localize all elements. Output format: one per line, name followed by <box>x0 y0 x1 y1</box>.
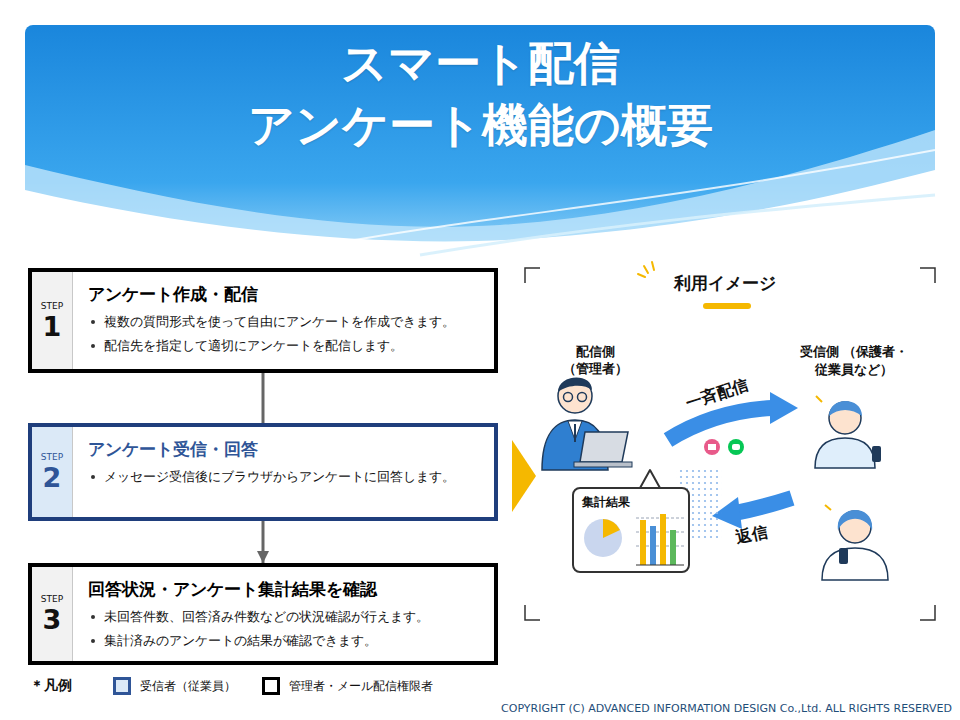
bullet-text: メッセージ受信後にブラウザからアンケートに回答します。 <box>104 469 455 484</box>
bullet-row: メッセージ受信後にブラウザからアンケートに回答します。 <box>88 465 482 489</box>
header-band <box>25 25 935 255</box>
step-label: STEP <box>41 451 63 463</box>
step-box: STEP2アンケート受信・回答メッセージ受信後にブラウザからアンケートに回答しま… <box>28 423 498 521</box>
step-content: 回答状況・アンケート集計結果を確認未回答件数、回答済み件数などの状況確認が行えま… <box>72 567 494 661</box>
title-wrap: スマート配信 アンケート機能の概要 <box>0 32 960 156</box>
title: スマート配信 アンケート機能の概要 <box>170 32 790 156</box>
pointer-triangle <box>512 440 536 512</box>
frame-corners <box>525 268 935 620</box>
label: 受信側 （保護者・従業員など） <box>768 343 940 378</box>
bullet-text: 複数の質問形式を使って自由にアンケートを作成できます。 <box>104 314 455 329</box>
step-label: STEP <box>41 593 63 605</box>
step-content: アンケート受信・回答メッセージ受信後にブラウザからアンケートに回答します。 <box>72 427 494 497</box>
legend-text: 管理者・メール配信権限者 <box>289 678 433 694</box>
label: ＊凡例 <box>30 676 100 695</box>
sparkle <box>638 262 654 277</box>
label: COPYRIGHT (C) ADVANCED INFORMATION DESIG… <box>420 702 952 717</box>
bullet-dot <box>91 320 95 324</box>
bullet-row: 配信先を指定して適切にアンケートを配信します。 <box>88 334 482 358</box>
bullet-row: 複数の質問形式を使って自由にアンケートを作成できます。 <box>88 310 482 334</box>
step-content: アンケート作成・配信複数の質問形式を使って自由にアンケートを作成できます。配信先… <box>72 272 494 366</box>
legend-text: 受信者（従業員） <box>140 678 236 694</box>
legend-swatch <box>113 677 131 695</box>
callout-title: 集計結果 <box>582 494 680 510</box>
step-number: 1 <box>43 312 62 342</box>
step-column: STEP2 <box>32 427 73 517</box>
step-box: STEP1アンケート作成・配信複数の質問形式を使って自由にアンケートを作成できま… <box>28 268 498 373</box>
step-column: STEP3 <box>32 567 73 661</box>
bullet-dot <box>91 615 95 619</box>
bullet-row: 集計済みのアンケートの結果が確認できます。 <box>88 629 482 653</box>
label: 配信側 （管理者） <box>550 344 640 378</box>
connector <box>262 373 265 423</box>
bullet-text: 配信先を指定して適切にアンケートを配信します。 <box>104 338 403 353</box>
bullet-dot <box>91 639 95 643</box>
bullet-text: 未回答件数、回答済み件数などの状況確認が行えます。 <box>104 609 429 624</box>
bullet-row: 未回答件数、回答済み件数などの状況確認が行えます。 <box>88 605 482 629</box>
callout-box: 集計結果 <box>572 487 690 573</box>
admin-figure <box>542 377 632 470</box>
bullet-text: 集計済みのアンケートの結果が確認できます。 <box>104 633 377 648</box>
connector <box>262 521 265 563</box>
result-chart <box>572 468 722 573</box>
step-label: STEP <box>41 300 63 312</box>
step-heading: 回答状況・アンケート集計結果を確認 <box>88 577 482 601</box>
step-number: 2 <box>43 463 62 493</box>
step-box: STEP3回答状況・アンケート集計結果を確認未回答件数、回答済み件数などの状況確… <box>28 563 498 665</box>
title-underline <box>703 303 751 309</box>
step-heading: アンケート受信・回答 <box>88 437 482 461</box>
step-column: STEP1 <box>32 272 73 369</box>
label: 返信 <box>720 518 783 552</box>
label: 一斉配信 <box>671 370 763 418</box>
bullet-dot <box>91 475 95 479</box>
legend-swatch <box>262 677 280 695</box>
step-heading: アンケート作成・配信 <box>88 282 482 306</box>
label: 利用イメージ <box>640 272 810 295</box>
receiver-figure <box>822 505 888 580</box>
step-number: 3 <box>43 605 62 635</box>
bullet-dot <box>91 344 95 348</box>
receiver-figure <box>815 396 881 468</box>
